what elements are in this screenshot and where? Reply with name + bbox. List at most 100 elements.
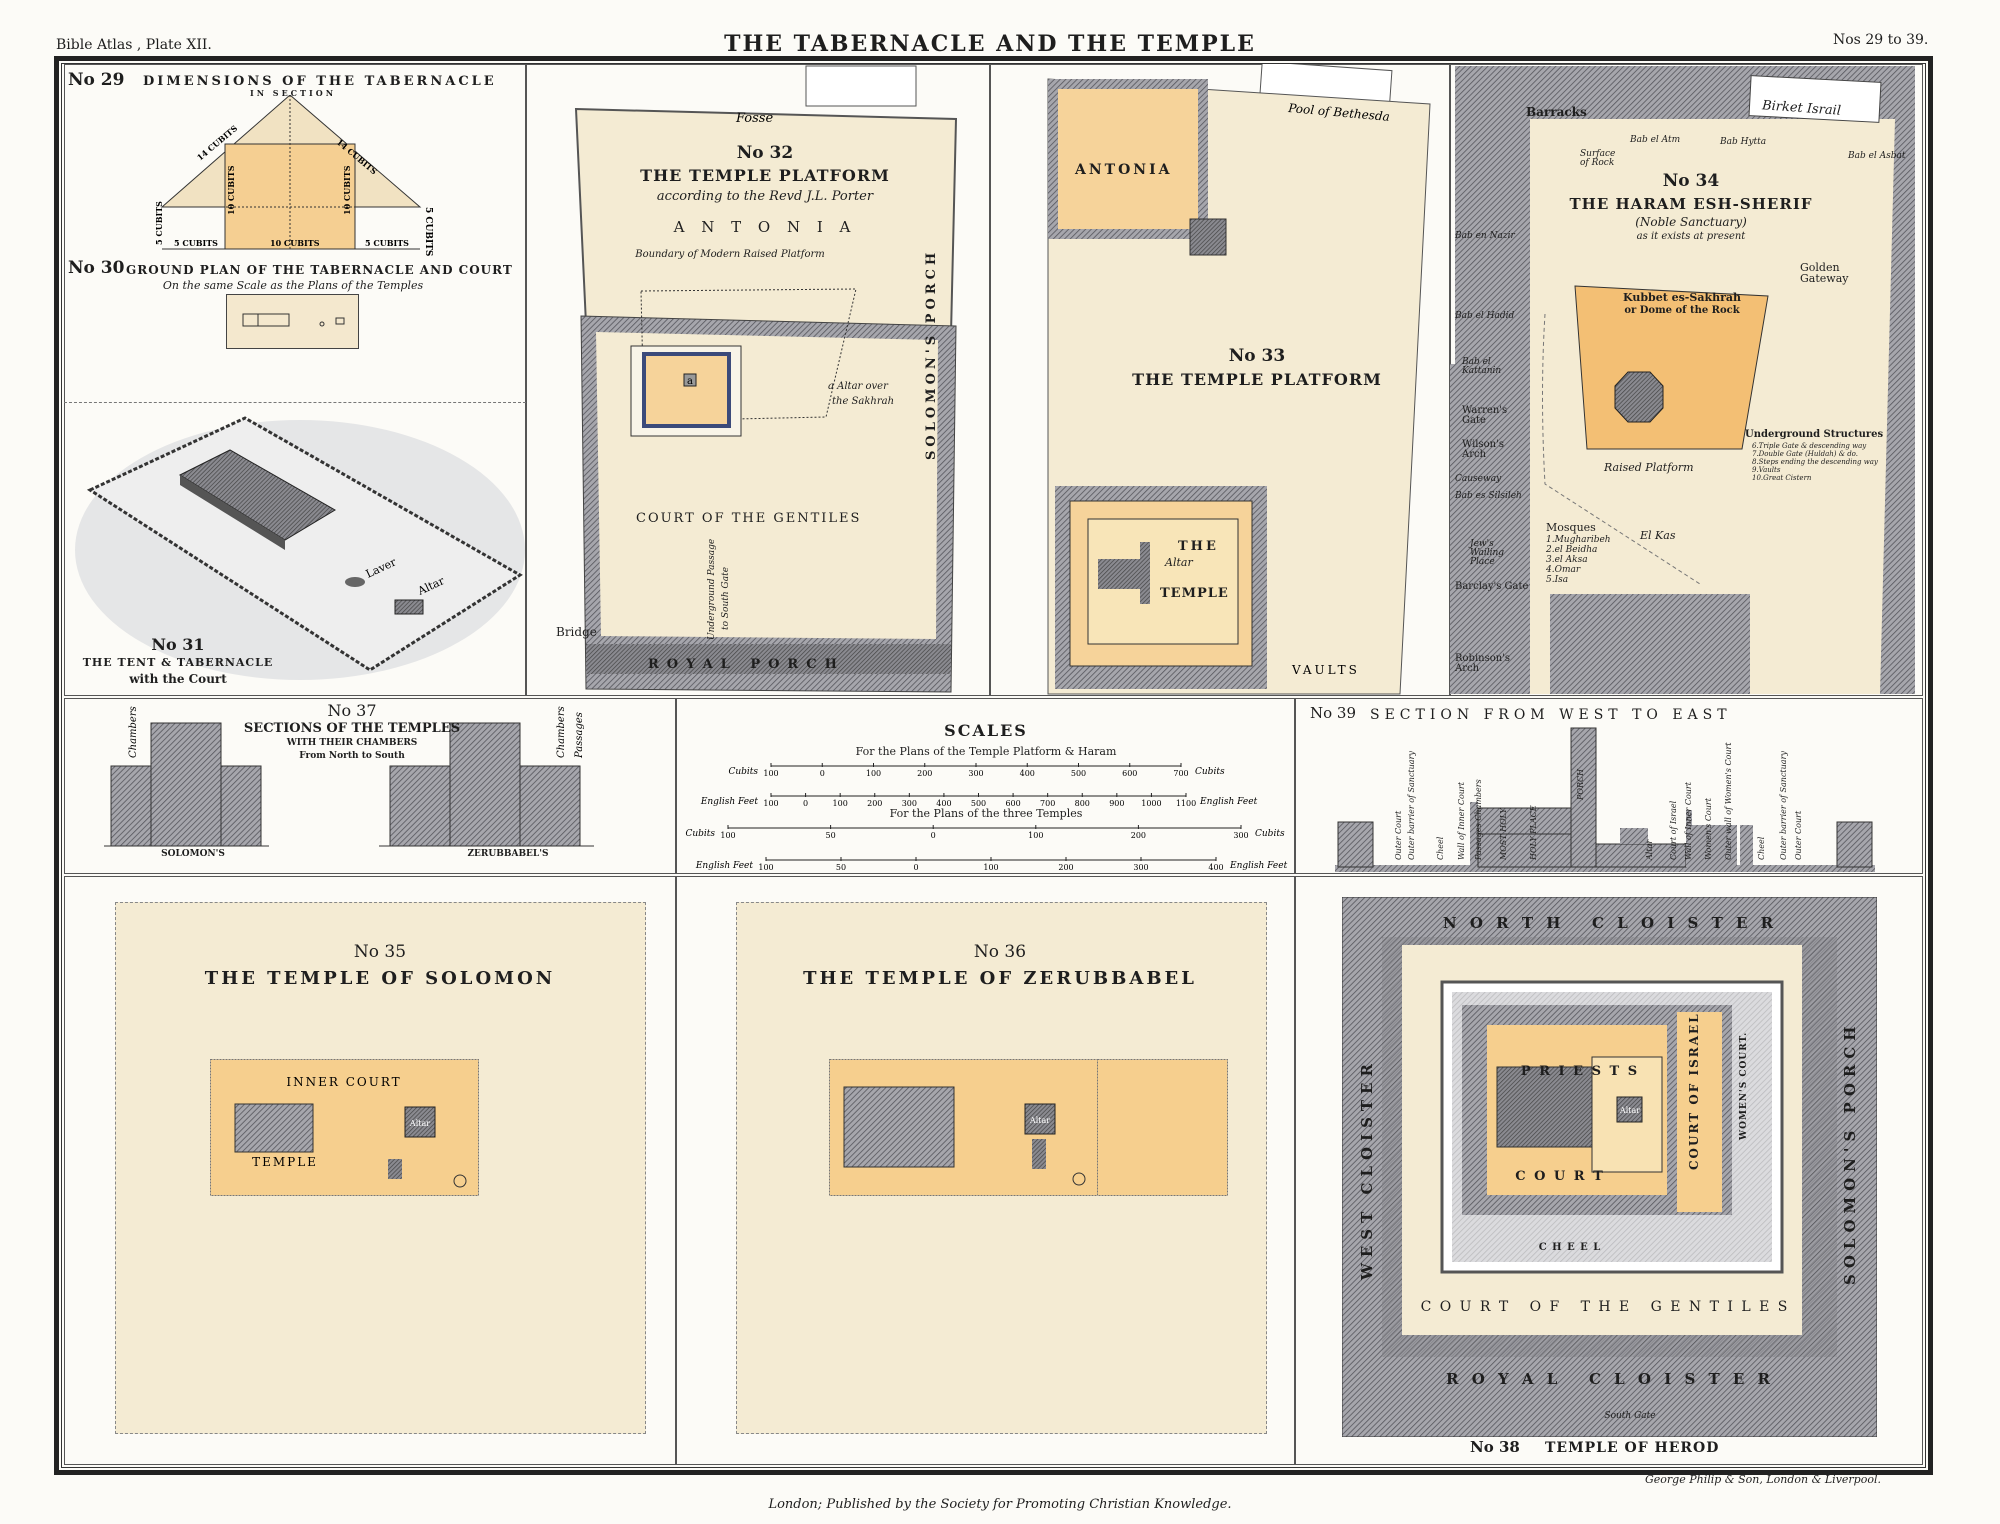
temple-sections-diagram: Chambers Chambers Passages — [104, 706, 594, 847]
p35-inner-court: INNER COURT — [286, 1075, 401, 1089]
p34-barracks: Barracks — [1526, 105, 1587, 119]
scales-title: SCALES — [944, 721, 1028, 740]
p34-bab-es-silsileh: Bab es Silsileh — [1455, 491, 1522, 501]
underground-item: 9.Vaults — [1752, 466, 1781, 474]
panel-36 — [676, 876, 1295, 1465]
panel-scales — [676, 698, 1295, 874]
p38-south-gate: South Gate — [1604, 1411, 1656, 1421]
p39-label: Passages Chambers — [1474, 779, 1483, 860]
p39-label: Wall of Inner Court — [1684, 782, 1693, 860]
scale-end-label: Cubits — [1255, 829, 1285, 839]
p33-the: THE — [1178, 539, 1219, 554]
chambers-label: Chambers — [128, 706, 139, 758]
mosque-item: 5.Isa — [1546, 575, 1569, 585]
scale-tick-label: 800 — [1075, 799, 1090, 808]
bridge-label: Bridge — [556, 625, 597, 639]
p32-a: a — [687, 376, 693, 387]
scale-unit-label: Cubits — [728, 767, 758, 777]
scale-tick-label: 0 — [931, 831, 936, 840]
scale-tick-label: 0 — [913, 863, 918, 872]
panel-32 — [526, 64, 990, 696]
p39-label: Wall of Inner Court — [1457, 782, 1466, 860]
dim-5-bottom-left: 5 CUBITS — [174, 238, 218, 248]
herod-temple-plan: Altar — [1342, 897, 1877, 1437]
mosque-item: 3.el Aksa — [1546, 555, 1588, 565]
scale-tick-label: 500 — [1071, 769, 1086, 778]
scale-tick-label: 200 — [917, 769, 932, 778]
p38-royal-cloister: R O Y A L C L O I S T E R — [1446, 1370, 1774, 1388]
scale-end-label: English Feet — [1199, 797, 1258, 807]
p37-number: No 37 — [327, 701, 377, 720]
panel-38 — [1295, 876, 1923, 1465]
scale-end-label: Cubits — [1195, 767, 1225, 777]
outer-frame — [54, 56, 1933, 1475]
scale-tick-label: 400 — [1208, 863, 1223, 872]
p32-antonia: A N T O N I A — [673, 218, 857, 236]
p34-bab-el-kattanin: Bab el Kattanin — [1462, 357, 1502, 376]
scale-tick-label: 50 — [826, 831, 836, 840]
p34-bab-hytta: Bab Hytta — [1720, 137, 1767, 147]
p35-altar: Altar — [409, 1119, 430, 1128]
temple-platform-porter-map: a Bridge Fosse — [556, 65, 958, 693]
p32-royal-porch: ROYAL PORCH — [648, 657, 845, 672]
p35-title: THE TEMPLE OF SOLOMON — [204, 968, 556, 989]
p34-mosques-title: Mosques — [1546, 521, 1596, 534]
tent-tabernacle-engraving: Laver Altar — [75, 416, 525, 680]
p29-number: No 29 — [68, 70, 125, 90]
scale-unit-label: English Feet — [700, 797, 759, 807]
fosse-label: Fosse — [735, 111, 773, 126]
p33-title: THE TEMPLE PLATFORM — [1132, 370, 1382, 389]
p32-court: COURT OF THE GENTILES — [636, 511, 862, 526]
p33-temple: TEMPLE — [1160, 586, 1229, 601]
p34-robinsons-arch: Robinson's Arch — [1455, 653, 1511, 674]
scale-tick-label: 300 — [1133, 863, 1148, 872]
p38-cheel: C H E E L — [1538, 1242, 1602, 1253]
scale-tick-label: 200 — [1131, 831, 1146, 840]
p39-label: Court of Israel — [1669, 800, 1678, 860]
p34-dome-of-rock: or Dome of the Rock — [1624, 305, 1740, 316]
scale-tick-label: 300 — [1233, 831, 1248, 840]
underground-item: 6.Triple Gate & descending way — [1752, 442, 1867, 450]
p36-title: THE TEMPLE OF ZERUBBABEL — [803, 968, 1197, 989]
scale-tick-label: 100 — [1028, 831, 1043, 840]
p34-raised-platform: Raised Platform — [1604, 461, 1694, 474]
divider — [64, 402, 526, 403]
p39-label: HOLY PLACE — [1529, 805, 1538, 860]
dim-10-right: 10 CUBITS — [342, 165, 352, 215]
p39-label: Cheel — [1757, 836, 1766, 860]
p39-label: Cheel — [1436, 836, 1445, 860]
p34-wailing-place: Jew's Wailing Place — [1470, 539, 1505, 567]
p39-label: Outer Court — [1394, 810, 1403, 860]
p39-title: SECTION FROM WEST TO EAST — [1370, 707, 1732, 723]
p34-sub1: (Noble Sanctuary) — [1635, 215, 1747, 229]
underground-item: 10.Great Cistern — [1752, 474, 1812, 482]
scale-tick-label: 100 — [833, 799, 848, 808]
panel-37 — [64, 698, 676, 874]
panel-39 — [1295, 698, 1923, 874]
scale-tick-label: 400 — [936, 799, 951, 808]
p38-priests: P R I E S T S — [1520, 1064, 1640, 1079]
scales-sub2: For the Plans of the three Temples — [889, 807, 1083, 820]
p39-label: Outer barrier of Sanctuary — [1779, 751, 1788, 860]
p38-title: TEMPLE OF HEROD — [1545, 1440, 1720, 1456]
chambers-label-right: Chambers — [556, 706, 567, 758]
p38-court-israel: COURT OF ISRAEL — [1687, 1012, 1701, 1170]
p31-sub: with the Court — [129, 672, 227, 686]
p34-kubbet: Kubbet es-Sakhrah — [1623, 291, 1741, 304]
p33-number: No 33 — [1228, 346, 1286, 366]
p34-underground-title: Underground Structures — [1745, 429, 1884, 440]
p34-surface-of-rock: Surface of Rock — [1580, 149, 1616, 168]
p31-number: No 31 — [151, 635, 205, 654]
p36-number: No 36 — [973, 942, 1027, 962]
publisher-credit: London; Published by the Society for Pro… — [768, 1497, 1232, 1512]
p37-sub2: From North to South — [299, 751, 405, 761]
p39-label: Altar — [1645, 839, 1654, 860]
plate-range: Nos 29 to 39. — [1833, 32, 1929, 48]
p38-court-gentiles: C O U R T O F T H E G E N T I L E S — [1420, 1299, 1790, 1315]
p34-causeway: Causeway — [1455, 474, 1502, 484]
p34-bab-el-asbat: Bab el Asbat — [1848, 151, 1906, 161]
p34-number: No 34 — [1662, 171, 1720, 191]
p38-altar: Altar — [1619, 1106, 1640, 1115]
